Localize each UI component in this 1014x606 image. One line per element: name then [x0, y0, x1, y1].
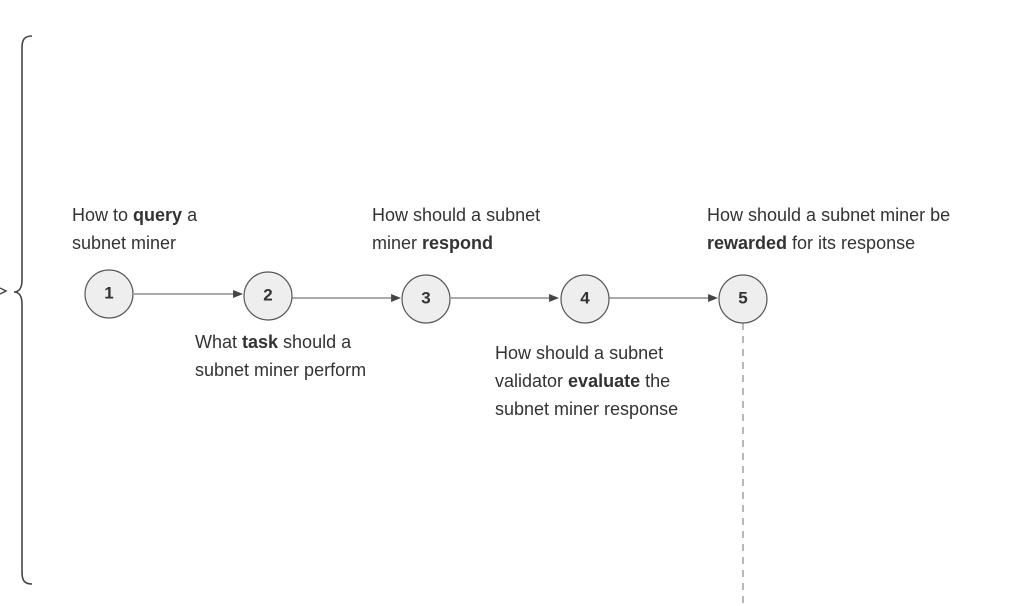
step-number: 2 [263, 286, 272, 305]
label-keyword: evaluate [568, 371, 641, 391]
brace-pointer-icon [0, 287, 8, 295]
step-label-1: How to query a subnet miner [72, 201, 222, 257]
label-text: should a subnet miner perform [195, 332, 367, 380]
label-text: How should a subnet validator [495, 343, 664, 391]
step-node-1: 1 [84, 269, 134, 319]
step-number: 3 [421, 289, 430, 308]
step-label-2: What task should a subnet miner perform [195, 328, 370, 384]
label-text: What [195, 332, 243, 352]
step-node-5: 5 [718, 274, 768, 324]
label-text: How should a subnet miner be [707, 205, 951, 225]
label-text: for its response [787, 233, 916, 253]
step-number: 5 [738, 289, 747, 308]
label-keyword: query [133, 205, 183, 225]
label-text: How to [72, 205, 134, 225]
label-keyword: rewarded [707, 233, 788, 253]
label-keyword: respond [422, 233, 494, 253]
step-node-3: 3 [401, 274, 451, 324]
step-node-4: 4 [560, 274, 610, 324]
step-node-2: 2 [243, 271, 293, 321]
label-text: a subnet miner [72, 205, 198, 253]
step-number: 1 [104, 284, 113, 303]
step-label-4: How should a subnet validator evaluate t… [495, 339, 700, 423]
step-number: 4 [580, 289, 590, 308]
curly-brace [13, 35, 33, 585]
label-text: How should a subnet miner [372, 205, 541, 253]
label-text: the subnet miner response [495, 371, 679, 419]
label-keyword: task [242, 332, 279, 352]
step-label-3: How should a subnet miner respond [372, 201, 562, 257]
step-label-5: How should a subnet miner be rewarded fo… [707, 201, 987, 257]
